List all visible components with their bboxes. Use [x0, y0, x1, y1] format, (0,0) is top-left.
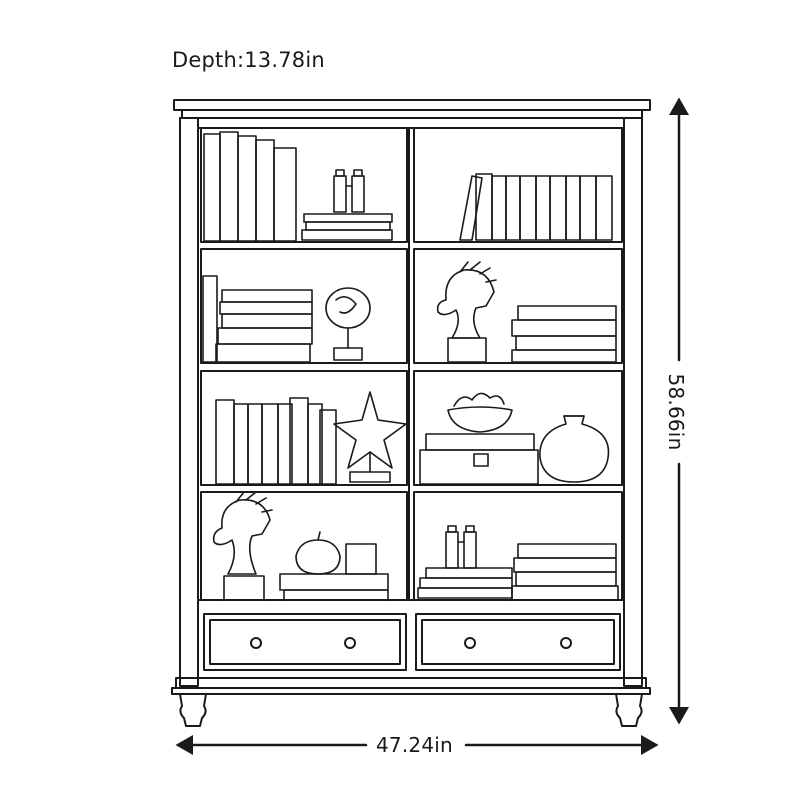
apple-sculpture-icon: [295, 531, 341, 575]
drawer-knob: [464, 637, 476, 649]
bookcase-frame: [171, 117, 651, 695]
drawer-knob: [250, 637, 262, 649]
horse-head-sculpture-icon: [436, 261, 497, 363]
bookcase-feet: [179, 693, 643, 727]
books-upright: [203, 131, 393, 242]
drawer-knob: [560, 637, 572, 649]
horse-head-sculpture-icon: [212, 491, 273, 601]
drawer-right: [415, 613, 621, 671]
bust-sculpture-icon: [325, 287, 371, 361]
bowl-icon: [447, 392, 513, 433]
shelf-cubbies: [200, 127, 623, 601]
binoculars-icon: [445, 525, 477, 569]
drawer-knob: [344, 637, 356, 649]
drawer-left: [203, 613, 407, 671]
vase-icon: [539, 415, 610, 483]
books-stacked: [511, 305, 617, 363]
books-stacked: [417, 543, 619, 601]
books-upright: [215, 397, 337, 485]
star-sculpture-icon: [333, 391, 407, 483]
decor-box: [279, 543, 389, 601]
depth-label: Depth:13.78in: [172, 48, 325, 72]
binoculars-icon: [333, 169, 365, 213]
books-upright: [459, 173, 613, 241]
width-label: 47.24in: [372, 733, 457, 757]
decor-box: [419, 433, 539, 485]
books-stacked: [202, 275, 313, 363]
bookcase-top: [173, 99, 651, 119]
